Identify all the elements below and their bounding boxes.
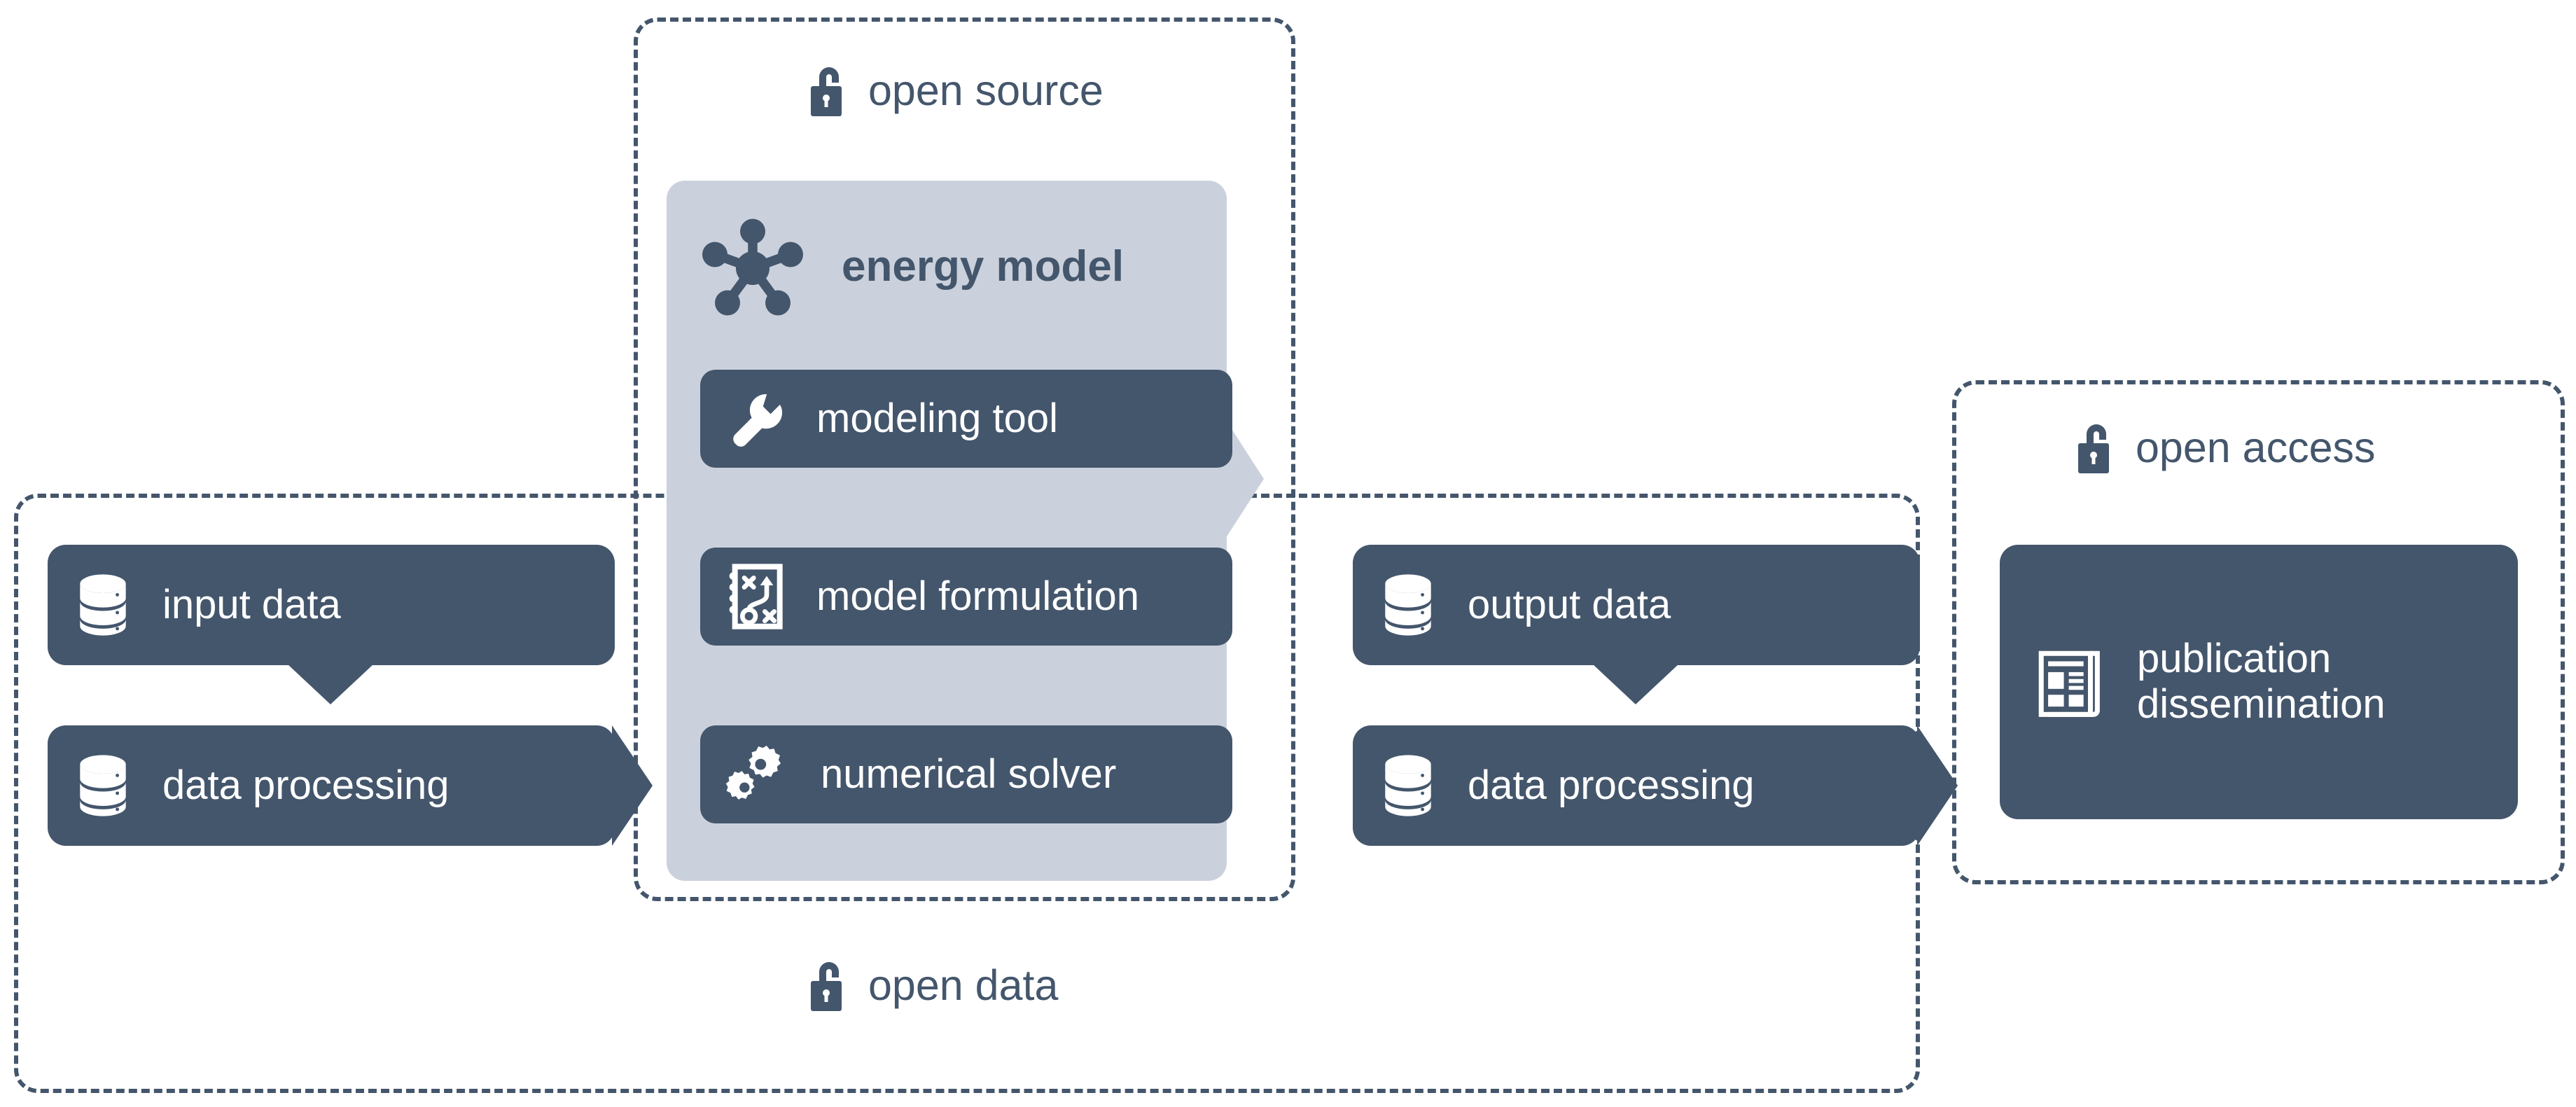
open-data-label: open data bbox=[868, 961, 1059, 1009]
node-data-processing-input[interactable]: data processing bbox=[48, 725, 615, 846]
database-icon bbox=[1382, 573, 1434, 637]
open-access-label: open access bbox=[2136, 423, 2376, 471]
publication-line-1: publication bbox=[2137, 636, 2332, 682]
strategy-board-icon bbox=[725, 563, 786, 630]
node-output-data[interactable]: output data bbox=[1353, 545, 1920, 665]
energy-model-title: energy model bbox=[842, 242, 1125, 291]
component-label: numerical solver bbox=[821, 751, 1117, 797]
input-processing-right-arrow bbox=[612, 725, 653, 846]
component-model-formulation[interactable]: model formulation bbox=[700, 548, 1232, 646]
node-label: data processing bbox=[1468, 762, 1755, 808]
node-label: output data bbox=[1468, 581, 1671, 627]
node-label: data processing bbox=[162, 762, 450, 808]
wrench-icon bbox=[725, 389, 786, 449]
component-label: modeling tool bbox=[816, 395, 1058, 441]
input-data-down-arrow bbox=[287, 664, 374, 704]
node-data-processing-output[interactable]: data processing bbox=[1353, 725, 1920, 846]
scope-open-access bbox=[1952, 380, 2565, 884]
component-modeling-tool[interactable]: modeling tool bbox=[700, 370, 1232, 468]
gears-icon bbox=[725, 742, 790, 807]
open-source-caption: open source bbox=[805, 63, 1103, 118]
newspaper-icon bbox=[2036, 646, 2103, 718]
unlock-padlock-icon bbox=[811, 962, 842, 1011]
database-icon bbox=[77, 573, 129, 637]
node-label: input data bbox=[162, 581, 341, 627]
unlock-padlock-icon bbox=[2078, 424, 2109, 473]
database-icon bbox=[77, 753, 129, 818]
unlock-padlock-icon bbox=[811, 67, 842, 116]
network-hub-icon bbox=[702, 218, 803, 316]
publication-line-2: dissemination bbox=[2137, 681, 2386, 727]
open-source-label: open source bbox=[868, 66, 1103, 114]
open-access-caption: open access bbox=[2073, 420, 2376, 475]
node-input-data[interactable]: input data bbox=[48, 545, 615, 665]
publication-label: publication dissemination bbox=[2137, 636, 2386, 727]
database-icon bbox=[1382, 753, 1434, 818]
open-data-caption: open data bbox=[805, 958, 1058, 1012]
component-numerical-solver[interactable]: numerical solver bbox=[700, 725, 1232, 823]
component-label: model formulation bbox=[816, 573, 1139, 619]
scope-open-source bbox=[634, 18, 1295, 901]
energy-model-header: energy model bbox=[700, 210, 1232, 322]
output-data-down-arrow bbox=[1592, 664, 1679, 704]
node-publication-dissemination[interactable]: publication dissemination bbox=[2000, 545, 2518, 819]
output-processing-right-arrow bbox=[1917, 725, 1958, 846]
